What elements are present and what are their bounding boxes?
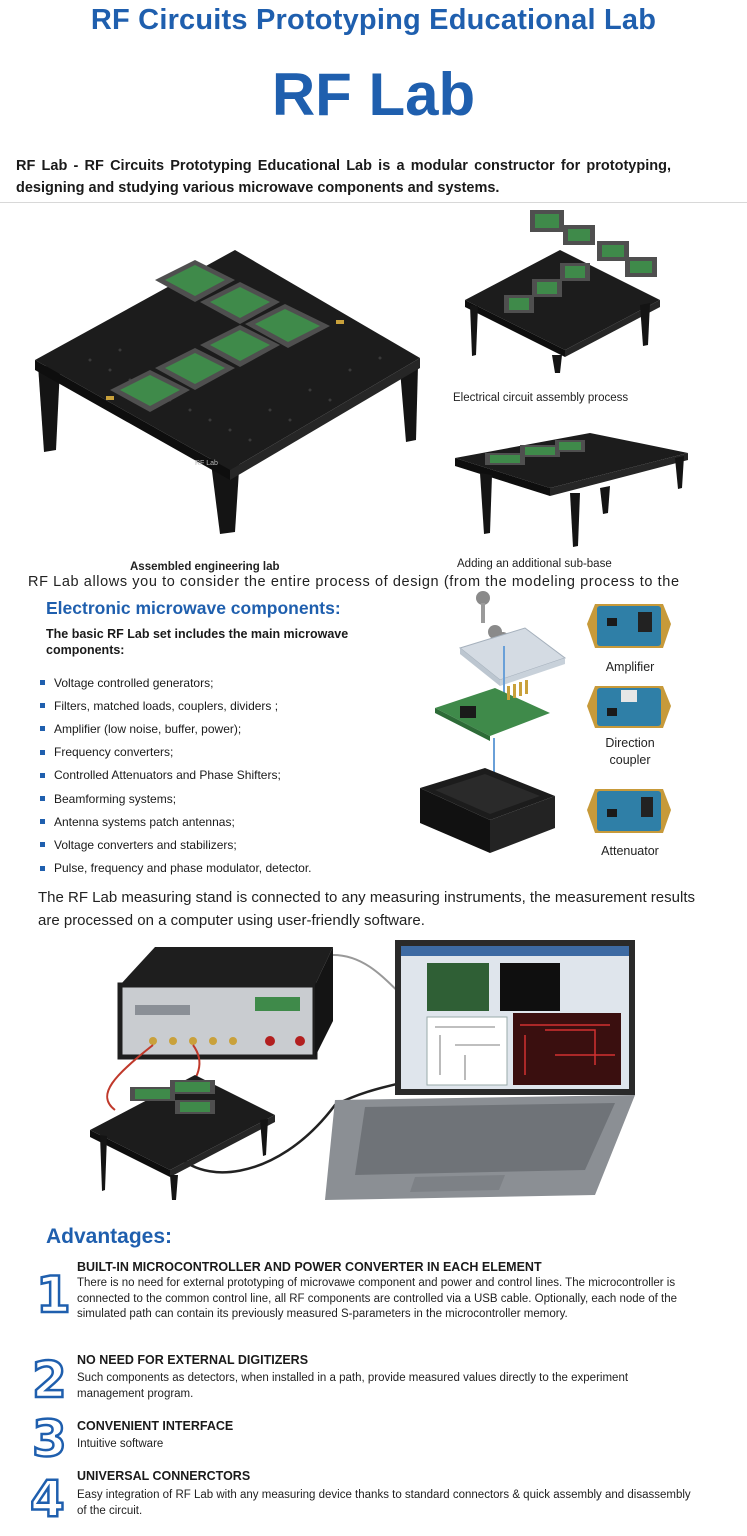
design-paragraph: RF Lab allows you to consider the entire… bbox=[28, 574, 680, 590]
components-title: Electronic microwave components: bbox=[46, 598, 341, 618]
list-item: Controlled Attenuators and Phase Shifter… bbox=[40, 764, 312, 787]
attenuator-label: Attenuator bbox=[601, 844, 659, 858]
board-label: RF Lab bbox=[195, 460, 218, 467]
list-item: Voltage controlled generators; bbox=[40, 671, 312, 694]
assembly-process-image bbox=[460, 205, 670, 375]
assembled-lab-image: RF Lab bbox=[30, 240, 425, 540]
advantage-body-4: Easy integration of RF Lab with any meas… bbox=[77, 1489, 691, 1517]
page-title: RF Lab bbox=[271, 61, 476, 128]
measuring-stand-image bbox=[75, 935, 655, 1205]
advantage-heading-1: BUILT-IN MICROCONTROLLER AND POWER CONVE… bbox=[77, 1260, 542, 1274]
assembly-caption: Electrical circuit assembly process bbox=[453, 392, 629, 404]
assembled-caption: Assembled engineering lab bbox=[130, 561, 280, 573]
bullet-icon bbox=[40, 796, 45, 802]
amplifier-module-image bbox=[583, 596, 675, 652]
advantage-body-2: Such components as detectors, when insta… bbox=[77, 1372, 629, 1400]
divider bbox=[0, 202, 747, 203]
advantage-body-3: Intuitive software bbox=[77, 1438, 164, 1450]
exploded-module-image bbox=[415, 588, 575, 858]
bullet-icon bbox=[40, 772, 45, 778]
bullet-icon bbox=[40, 680, 45, 686]
components-list: Voltage controlled generators; Filters, … bbox=[40, 671, 312, 880]
list-item: Voltage converters and stabilizers; bbox=[40, 833, 312, 856]
advantages-title: Advantages: bbox=[46, 1225, 173, 1248]
components-subtitle: The basic RF Lab set includes the main m… bbox=[46, 627, 349, 657]
advantage-heading-4: UNIVERSAL CONNERCTORS bbox=[77, 1469, 251, 1483]
list-item: Antenna systems patch antennas; bbox=[40, 810, 312, 833]
advantage-number-1: 1 bbox=[35, 1266, 72, 1324]
advantage-number-2: 2 bbox=[31, 1351, 68, 1409]
subbase-image bbox=[450, 418, 690, 550]
attenuator-module-image bbox=[583, 783, 675, 837]
direction-coupler-module-image bbox=[583, 680, 675, 732]
advantage-body-1: There is no need for external prototypin… bbox=[77, 1277, 678, 1320]
intro-paragraph: RF Lab - RF Circuits Prototyping Educati… bbox=[16, 158, 671, 196]
bullet-icon bbox=[40, 842, 45, 848]
list-item: Amplifier (low noise, buffer, power); bbox=[40, 717, 312, 740]
bullet-icon bbox=[40, 865, 45, 871]
list-item: Filters, matched loads, couplers, divide… bbox=[40, 694, 312, 717]
direction-coupler-label: Direction coupler bbox=[605, 736, 655, 767]
advantage-number-3: 3 bbox=[31, 1410, 68, 1468]
amplifier-label: Amplifier bbox=[605, 660, 655, 674]
bullet-icon bbox=[40, 703, 45, 709]
bullet-icon bbox=[40, 726, 45, 732]
advantage-heading-2: NO NEED FOR EXTERNAL DIGITIZERS bbox=[77, 1353, 309, 1367]
list-item: Pulse, frequency and phase modulator, de… bbox=[40, 857, 312, 880]
subbase-caption: Adding an additional sub-base bbox=[457, 558, 612, 570]
bullet-icon bbox=[40, 819, 45, 825]
measuring-paragraph: The RF Lab measuring stand is connected … bbox=[38, 889, 695, 929]
list-item: Frequency converters; bbox=[40, 741, 312, 764]
advantage-heading-3: CONVENIENT INTERFACE bbox=[77, 1419, 234, 1433]
page-subtitle: RF Circuits Prototyping Educational Lab bbox=[90, 4, 657, 36]
list-item: Beamforming systems; bbox=[40, 787, 312, 810]
bullet-icon bbox=[40, 749, 45, 755]
advantage-number-4: 4 bbox=[29, 1470, 66, 1528]
